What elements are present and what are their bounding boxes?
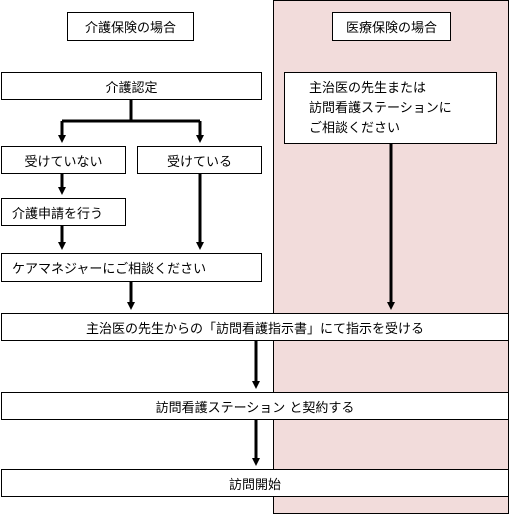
- step-contract-station: 訪問看護ステーション と契約する: [1, 392, 509, 420]
- step-received: 受けている: [137, 146, 262, 174]
- step-consult-doctor-or-station: 主治医の先生または 訪問看護ステーションに ご相談ください: [284, 72, 497, 144]
- consult-line-1: 主治医の先生または: [309, 81, 427, 96]
- step-not-received: 受けていない: [1, 146, 126, 174]
- header-care-insurance: 介護保険の場合: [67, 12, 194, 41]
- consult-line-3: ご相談ください: [309, 121, 401, 136]
- step-consult-care-manager: ケアマネジャーにご相談ください: [1, 253, 262, 282]
- consult-line-2: 訪問看護ステーションに: [309, 101, 452, 116]
- step-care-certification: 介護認定: [1, 72, 262, 100]
- step-apply-care: 介護申請を行う: [1, 198, 126, 226]
- step-visit-start: 訪問開始: [1, 469, 509, 497]
- header-medical-insurance: 医療保険の場合: [332, 12, 451, 41]
- step-receive-directive: 主治医の先生からの「訪問看護指示書」にて指示を受ける: [1, 313, 509, 341]
